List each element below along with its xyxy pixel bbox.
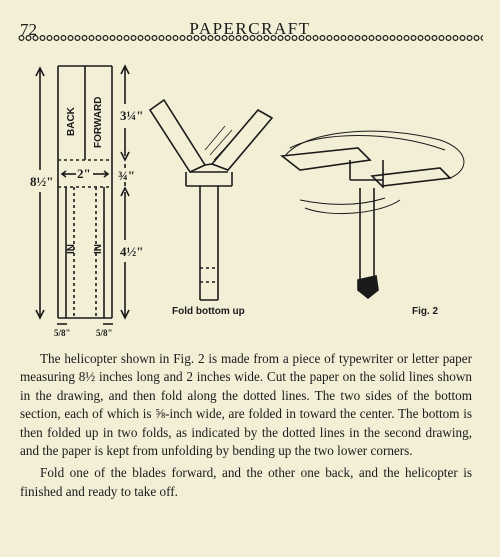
dimension-bottom: 4½" bbox=[120, 244, 143, 259]
helicopter-illustration: BACK FORWARD IN IN 3¼" ¾" 4½" 8½" 2" 5/8… bbox=[30, 64, 465, 338]
label-in-left: IN bbox=[66, 244, 77, 254]
dimension-width: 2" bbox=[77, 166, 91, 181]
decorative-rule bbox=[18, 34, 483, 42]
paragraph-1: The helicopter shown in Fig. 2 is made f… bbox=[20, 351, 472, 459]
running-title: PAPERCRAFT bbox=[189, 19, 311, 38]
caption-fig-2: Fig. 2 bbox=[412, 306, 439, 317]
paper-pattern-diagram bbox=[35, 64, 130, 325]
dimension-top: 3¼" bbox=[120, 108, 143, 123]
label-in-right: IN bbox=[93, 244, 104, 254]
dimension-bottom-left: 5/8" bbox=[54, 328, 71, 338]
dimension-total: 8½" bbox=[30, 174, 53, 189]
label-back: BACK bbox=[66, 106, 77, 136]
label-forward: FORWARD bbox=[93, 97, 104, 148]
paragraph-2: Fold one of the blades forward, and the … bbox=[20, 465, 472, 499]
instructions-text: The helicopter shown in Fig. 2 is made f… bbox=[20, 350, 472, 501]
folded-y-figure bbox=[148, 98, 274, 301]
dimension-middle: ¾" bbox=[118, 168, 135, 183]
spinning-helicopter-figure bbox=[279, 130, 465, 300]
caption-fold-bottom-up: Fold bottom up bbox=[172, 306, 245, 317]
dimension-bottom-right: 5/8" bbox=[96, 328, 113, 338]
